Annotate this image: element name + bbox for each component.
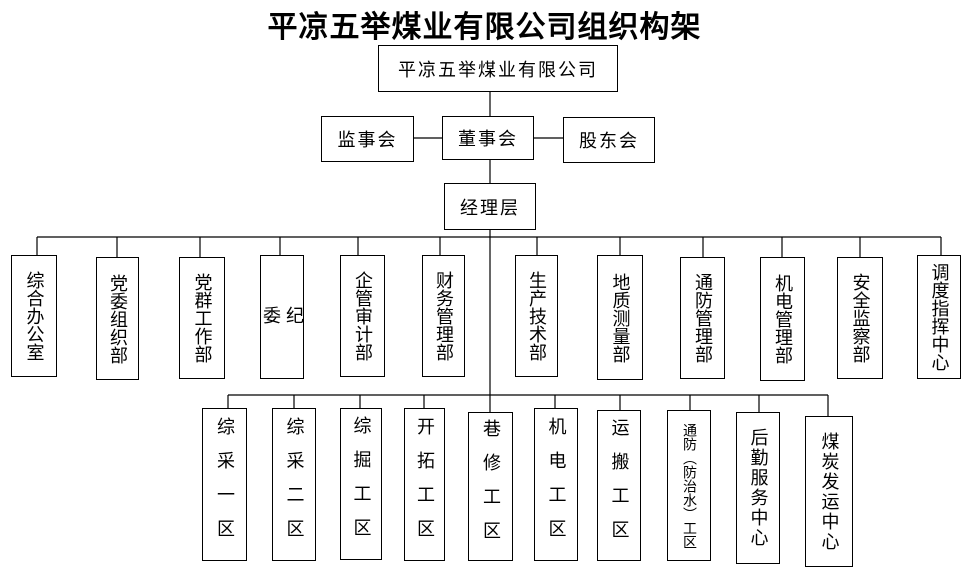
dept-geology-survey: 地质测量部 <box>597 255 643 380</box>
area-fully-mechanized-2: 综采二区 <box>272 408 316 561</box>
page-title: 平凉五举煤业有限公司组织构架 <box>267 10 702 45</box>
area-development: 开拓工区 <box>404 408 445 561</box>
dept-party-organization: 党委组织部 <box>96 257 139 380</box>
dept-management-audit: 企管审计部 <box>340 255 385 377</box>
company-box: 平凉五举煤业有限公司 <box>378 45 618 92</box>
area-tunneling: 综掘工区 <box>340 408 382 560</box>
dept-production-technology: 生产技术部 <box>515 255 558 377</box>
management-box: 经理层 <box>444 183 536 230</box>
area-coal-shipping-center: 煤炭发运中心 <box>805 416 853 567</box>
dept-safety-supervision: 安全监察部 <box>837 257 883 379</box>
area-transport: 运搬工区 <box>597 410 641 561</box>
area-ventilation-water: 通防（防治水）工区 <box>667 410 711 561</box>
dept-dispatch-center: 调度指挥中心 <box>917 255 961 379</box>
dept-discipline-committee: 纪委 <box>260 255 304 379</box>
dept-electromechanical: 机电管理部 <box>760 257 805 381</box>
shareholders-meeting-box: 股东会 <box>563 117 655 163</box>
area-logistics-center: 后勤服务中心 <box>736 412 780 564</box>
area-fully-mechanized-1: 综采一区 <box>202 408 247 561</box>
dept-ventilation-management: 通防管理部 <box>680 257 725 379</box>
area-roadway-repair: 巷修工区 <box>468 412 513 561</box>
dept-party-mass-work: 党群工作部 <box>179 257 225 379</box>
board-of-directors-box: 董事会 <box>442 116 534 160</box>
area-electromechanical: 机电工区 <box>534 408 578 561</box>
dept-general-office: 综合办公室 <box>11 255 57 377</box>
dept-finance: 财务管理部 <box>422 255 465 377</box>
supervisory-board-box: 监事会 <box>321 116 414 162</box>
